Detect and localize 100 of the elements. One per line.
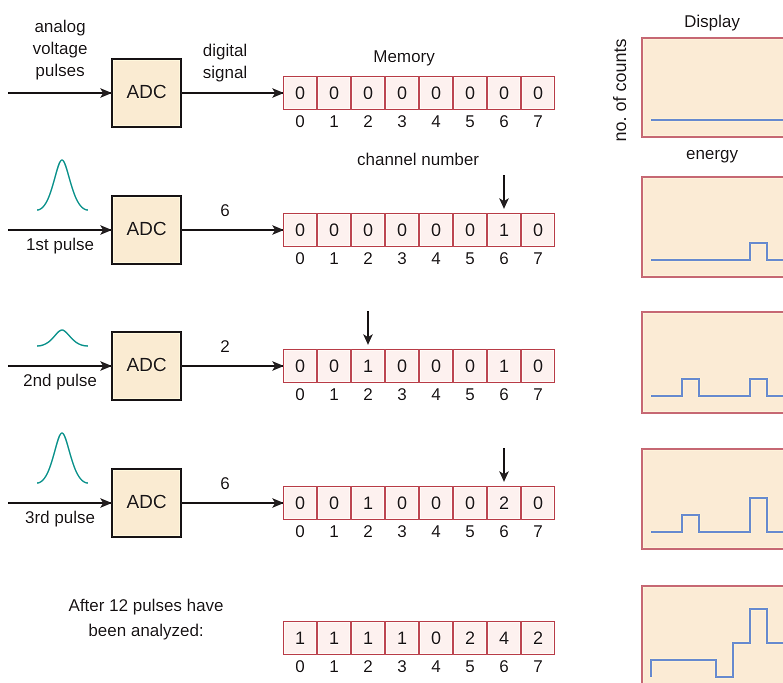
memory-cell: 0 (521, 349, 555, 383)
edge-label: 2nd pulse (22, 370, 98, 392)
channel-index: 7 (532, 521, 544, 543)
adc-box: ADC (111, 331, 182, 401)
arrow (182, 225, 284, 235)
memory-cell: 1 (487, 213, 521, 247)
adc-box: ADC (111, 468, 182, 538)
memory-cell: 0 (283, 213, 317, 247)
memory-cell: 0 (283, 486, 317, 520)
arrow (8, 361, 112, 371)
channel-index: 3 (396, 111, 408, 133)
edge-label: digital signal (202, 40, 248, 84)
channel-index: 4 (430, 521, 442, 543)
channel-index: 5 (464, 384, 476, 406)
channel-index: 6 (498, 521, 510, 543)
display-screen (641, 585, 783, 683)
channel-index: 0 (294, 521, 306, 543)
memory-cell: 1 (351, 349, 385, 383)
arrow (182, 498, 284, 508)
memory-cell: 0 (317, 349, 351, 383)
channel-index: 5 (464, 248, 476, 270)
channel-index: 1 (328, 521, 340, 543)
channel-index: 1 (328, 656, 340, 678)
memory-cell: 1 (351, 486, 385, 520)
memory-cell: 0 (419, 349, 453, 383)
channel-index: 4 (430, 384, 442, 406)
edge-label: 6 (219, 473, 231, 495)
axis-label: no. of counts (609, 37, 631, 144)
memory-cell: 0 (351, 76, 385, 110)
channel-index: 7 (532, 656, 544, 678)
memory-cell: 0 (419, 486, 453, 520)
memory-cell: 0 (521, 486, 555, 520)
memory-cell: 0 (419, 76, 453, 110)
memory-cell: 4 (487, 621, 521, 655)
memory-cell: 0 (385, 76, 419, 110)
memory-cell: 0 (385, 349, 419, 383)
channel-index: 0 (294, 248, 306, 270)
channel-index: 7 (532, 248, 544, 270)
channel-index: 6 (498, 656, 510, 678)
channel-index: 2 (362, 111, 374, 133)
display-screen (641, 311, 783, 414)
channel-index: 0 (294, 384, 306, 406)
channel-index: 7 (532, 384, 544, 406)
edge-label: 1st pulse (24, 234, 96, 256)
memory-cell: 1 (487, 349, 521, 383)
arrow (8, 88, 112, 98)
memory-cell: 0 (283, 349, 317, 383)
memory-cell: 0 (521, 76, 555, 110)
caption-text: After 12 pulses have been analyzed: (68, 595, 224, 642)
memory-cell: 2 (521, 621, 555, 655)
memory-cell: 0 (317, 213, 351, 247)
memory-cell: 0 (419, 213, 453, 247)
display-screen (641, 37, 783, 138)
channel-index: 4 (430, 111, 442, 133)
memory-cell: 1 (283, 621, 317, 655)
channel-index: 6 (498, 248, 510, 270)
memory-cell: 0 (453, 213, 487, 247)
channel-index: 4 (430, 656, 442, 678)
edge-label: 3rd pulse (24, 507, 96, 529)
channel-index: 4 (430, 248, 442, 270)
memory-cell: 0 (317, 76, 351, 110)
channel-index: 1 (328, 111, 340, 133)
caption-text: channel number (356, 149, 480, 171)
caption-text: energy (685, 143, 739, 165)
channel-index: 6 (498, 111, 510, 133)
memory-cell: 1 (351, 621, 385, 655)
arrow (8, 225, 112, 235)
channel-index: 3 (396, 248, 408, 270)
display-screen (641, 448, 783, 550)
channel-index: 2 (362, 521, 374, 543)
memory-cell: 2 (453, 621, 487, 655)
memory-cell: 0 (453, 76, 487, 110)
arrow (8, 498, 112, 508)
memory-cell: 0 (453, 486, 487, 520)
edge-label: analog voltage pulses (32, 16, 88, 82)
channel-index: 1 (328, 384, 340, 406)
channel-index: 5 (464, 111, 476, 133)
memory-cell: 0 (317, 486, 351, 520)
memory-cell: 0 (419, 621, 453, 655)
channel-index: 3 (396, 384, 408, 406)
channel-index: 5 (464, 521, 476, 543)
display-screen (641, 176, 783, 278)
channel-index: 2 (362, 248, 374, 270)
edge-label: 6 (219, 200, 231, 222)
adc-box: ADC (111, 195, 182, 265)
memory-cell: 0 (283, 76, 317, 110)
channel-index: 1 (328, 248, 340, 270)
memory-cell: 1 (385, 621, 419, 655)
channel-index: 2 (362, 384, 374, 406)
channel-index: 3 (396, 521, 408, 543)
channel-index: 6 (498, 384, 510, 406)
channel-index: 0 (294, 656, 306, 678)
channel-index: 7 (532, 111, 544, 133)
adc-box: ADC (111, 58, 182, 128)
memory-cell: 0 (351, 213, 385, 247)
memory-cell: 0 (487, 76, 521, 110)
edge-label: 2 (219, 336, 231, 358)
memory-cell: 0 (385, 213, 419, 247)
memory-cell: 0 (385, 486, 419, 520)
caption-text: Memory (372, 46, 436, 68)
